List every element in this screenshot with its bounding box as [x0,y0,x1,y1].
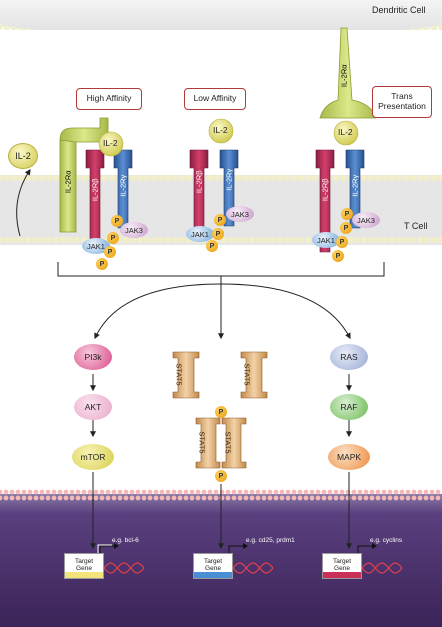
t-cell-label: T Cell [404,221,428,231]
jak3-c2: JAK3 [226,206,254,222]
p-stat5-top: P [215,406,227,418]
node-mapk: MAPK [328,444,370,470]
gamma-label-c1: IL-2Rγ [118,174,128,197]
p-c3-b: P [340,222,352,234]
gene-example-middle: e.g. cd25, prdm1 [246,537,295,544]
gene-right-line1: Target [332,558,352,566]
alpha-label-c1: IL-2Rα [63,170,73,194]
gene-left-bar [65,572,103,578]
il2-entry-arrow [16,169,31,237]
gene-middle-bar [194,572,232,578]
gamma-label-c2: IL-2Rγ [224,168,234,191]
beta-label-c2: IL-2Rβ [194,170,204,194]
alpha-label-c3: IL-2Rα [339,64,349,88]
free-il2: IL-2 [8,143,38,169]
gene-example-left: e.g. bcl-6 [112,537,139,544]
stat5-dimer [195,417,247,469]
il2-label-c2: IL-2 [213,125,228,135]
gamma-label-c3: IL-2Rγ [350,174,360,197]
gene-right-bar [323,572,361,578]
target-gene-middle: Target Gene [193,553,233,579]
target-gene-left: Target Gene [64,553,104,579]
p-c1-c: P [104,246,116,258]
p-c3-a: P [341,208,353,220]
title-high-affinity: High Affinity [76,88,142,110]
jak3-c3: JAK3 [352,212,380,228]
node-mtor: mTOR [72,444,114,470]
title-trans-presentation: Trans Presentation [372,86,432,118]
stat5-dimer-label-right: STAT5 [223,431,233,454]
p-c1-d: P [96,258,108,270]
jak3-c1: JAK3 [120,222,148,238]
p-c1-a: P [111,215,123,227]
gene-left-line1: Target [74,558,94,566]
node-ras: RAS [330,344,368,370]
il2-label-c3: IL-2 [338,127,353,137]
p-c2-a: P [214,214,226,226]
dendritic-cell-label: Dendritic Cell [372,5,426,15]
gene-left-line2: Gene [76,565,92,572]
gene-middle-line1: Target [203,558,223,566]
title-low-affinity: Low Affinity [184,88,246,110]
p-c1-b: P [107,232,119,244]
beta-label-c3: IL-2Rβ [320,178,330,202]
beta-label-c1: IL-2Rβ [90,178,100,202]
p-c2-b: P [212,228,224,240]
node-raf: RAF [330,394,368,420]
gene-example-right: e.g. cyclins [370,537,403,544]
node-akt: AKT [74,394,112,420]
p-c2-c: P [206,240,218,252]
trans-line2: Presentation [378,101,426,111]
stat5-dimer-label-left: STAT5 [197,431,207,454]
jak1-c1: JAK1 [82,238,110,254]
stat5-monomer-left [172,351,200,399]
gene-middle-line2: Gene [205,565,221,572]
target-gene-right: Target Gene [322,553,362,579]
node-pi3k: PI3k [74,344,112,370]
nuclear-membrane [0,489,441,501]
arrow-to-pi3k [94,283,222,340]
p-c3-d: P [332,250,344,262]
stat5-label-right: STAT5 [242,363,252,386]
trans-line1: Trans [391,91,413,102]
stat5-label-left: STAT5 [174,363,184,386]
jak1-c3: JAK1 [312,232,340,248]
complex-high-affinity [59,117,133,253]
stat5-monomer-right [240,351,268,399]
il2-label-c1: IL-2 [103,138,118,148]
p-c3-c: P [336,236,348,248]
gene-right-line2: Gene [334,565,350,572]
arrow-to-ras [220,283,351,340]
p-stat5-bottom: P [215,470,227,482]
jak1-c2: JAK1 [186,226,214,242]
